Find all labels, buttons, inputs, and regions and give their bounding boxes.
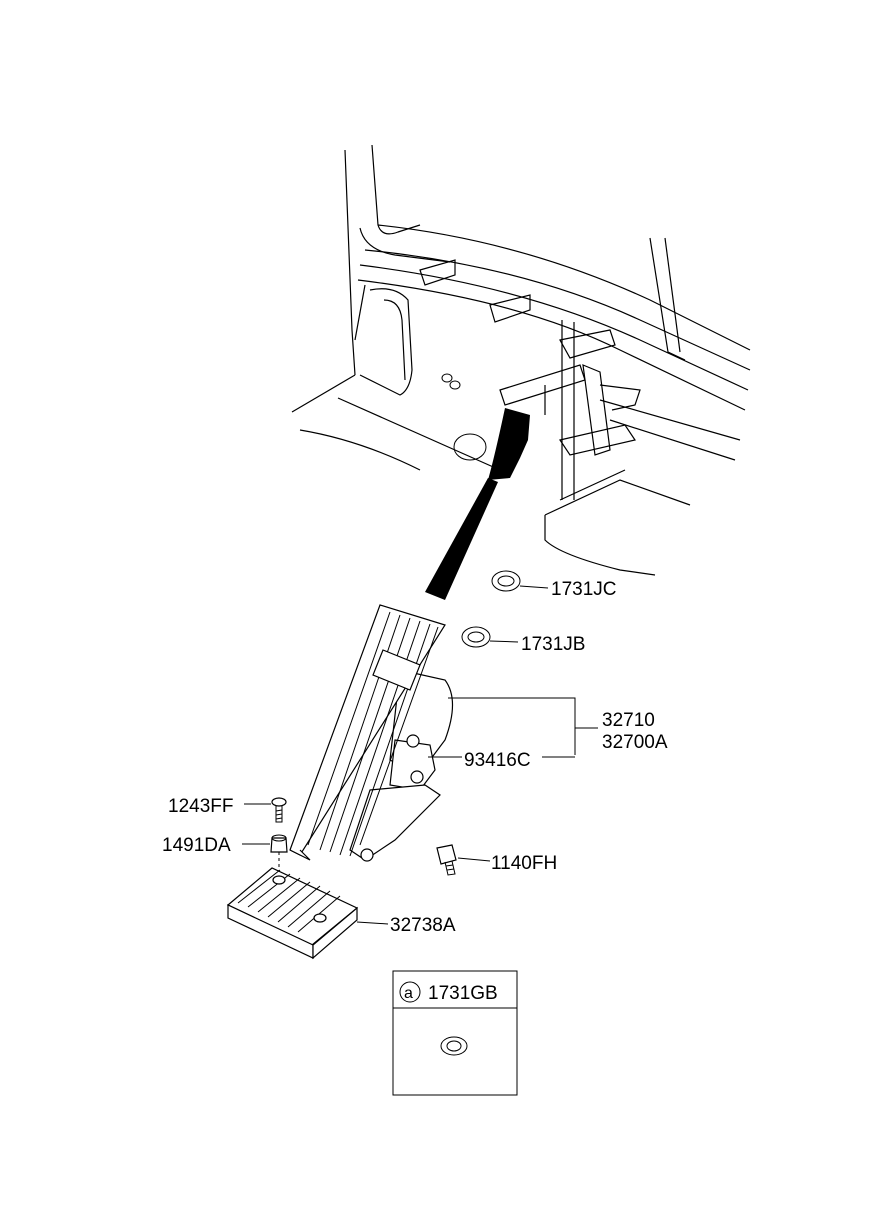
label-32700a: 32700A [602,732,668,753]
label-93416c: 93416C [464,750,531,771]
washer-1731jc [491,570,549,592]
bolt-1140fh [436,844,491,876]
legend-box: a 1731GB [392,970,518,1096]
screw-1243ff [244,797,287,823]
dash-panel-illustration [291,144,751,600]
label-1140fh: 1140FH [491,853,557,874]
pedal-pad-32738a [226,867,389,960]
label-1731jb: 1731JB [521,634,585,655]
label-1731jc: 1731JC [551,579,617,600]
washer-1731jb [461,626,519,648]
nut-1491da [242,834,288,875]
legend-marker: a [404,985,413,1002]
legend-part-label: 1731GB [428,983,498,1004]
leader-lines [428,697,598,758]
label-32738a: 32738A [390,915,456,936]
label-32710: 32710 [602,710,655,731]
label-1491da: 1491DA [162,835,231,856]
label-1243ff: 1243FF [168,796,233,817]
accelerator-pedal-illustration [289,604,454,862]
